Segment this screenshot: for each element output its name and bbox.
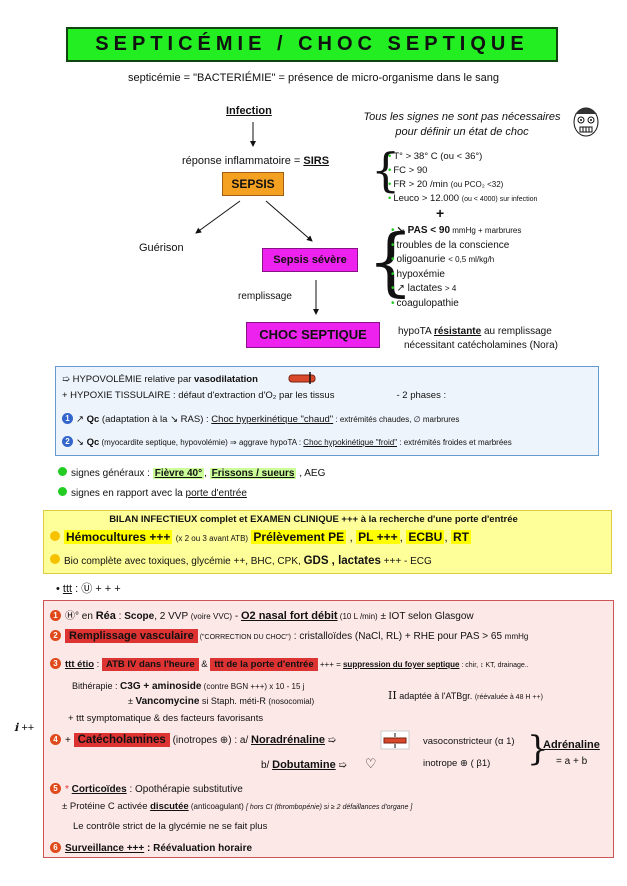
page-title: SEPTICÉMIE / CHOC SEPTIQUE bbox=[66, 27, 558, 62]
severe-s2: •troubles de la conscience bbox=[391, 239, 510, 251]
choc-definition: hypoTA résistante au remplissage nécessi… bbox=[398, 325, 558, 353]
flow-arrows bbox=[195, 122, 319, 315]
bilan-line-1: Hémocultures +++ (x 2 ou 3 avant ATB) Pr… bbox=[50, 530, 471, 544]
brace-severe: { bbox=[367, 219, 415, 305]
arrow-sepsis-guerison bbox=[195, 200, 241, 234]
bilan-line-2: Bio complète avec toxiques, glycémie ++,… bbox=[50, 554, 432, 567]
note-line-2: pour définir un état de choc bbox=[395, 126, 529, 138]
severe-s4: •hypoxémie bbox=[391, 268, 445, 280]
signs-general: signes généraux : Fièvre 40°, Frissons /… bbox=[58, 467, 325, 479]
severe-criteria: •↘ PAS < 90 mmHg + marbrures •troubles d… bbox=[391, 224, 521, 311]
physio-line-2: + HYPOXIE TISSULAIRE : défaut d'extracti… bbox=[62, 390, 447, 401]
ttt-side-note: ℹ ++ bbox=[14, 722, 35, 734]
brace-sirs: { bbox=[371, 143, 401, 197]
adrenaline-label: Adrénaline bbox=[543, 739, 600, 751]
sirs-criteria: •T° > 38° C (ou < 36°) •FC > 90 •FR > 20… bbox=[388, 150, 537, 207]
choc-def-line-1: hypoTA résistante au remplissage bbox=[398, 326, 552, 337]
ttt-item-5: 5* Corticoïdes : Opothérapie substitutiv… bbox=[50, 783, 243, 795]
flow-guerison: Guérison bbox=[139, 242, 184, 254]
physio-phase-1: 1↗ Qc (adaptation à la ↘ RAS) : Choc hyp… bbox=[62, 413, 459, 425]
treatment-box bbox=[43, 600, 614, 858]
flow-reponse: réponse inflammatoire = SIRS bbox=[182, 155, 329, 167]
flow-infection: Infection bbox=[226, 105, 272, 117]
ttt-header: • ttt : Ⓤ + + + bbox=[56, 583, 121, 595]
sepsis-box: SEPSIS bbox=[222, 172, 284, 196]
ttt-bitherapie-2: ± Vancomycine si Staph. méti-R (nosocomi… bbox=[128, 696, 315, 707]
physio-line-1: ➯ HYPOVOLÉMIE relative par vasodilatatio… bbox=[62, 374, 258, 385]
ttt-bitherapie-1: Bithérapie : C3G + aminoside (contre BGN… bbox=[72, 681, 305, 692]
ttt-vasoconstricteur: vasoconstricteur (α 1) bbox=[423, 736, 515, 747]
physio-phase-2: 2↘ Qc (myocardite septique, hypovolémie)… bbox=[62, 436, 512, 448]
severe-s3: •oligoanurie < 0,5 ml/kg/h bbox=[391, 254, 495, 265]
ttt-item-4: 4+ Catécholamines (inotropes ⊕) : a/ Nor… bbox=[50, 733, 336, 747]
note-line-1: Tous les signes ne sont pas nécessaires bbox=[363, 111, 561, 123]
physiopathology-box bbox=[55, 366, 599, 456]
note-text: Tous les signes ne sont pas nécessaires … bbox=[356, 110, 568, 140]
ttt-proteine-c: ± Protéine C activée discutée (anticoagu… bbox=[62, 801, 413, 812]
sirs-c4: •Leuco > 12.000 (ou < 4000) sur infectio… bbox=[388, 193, 538, 204]
sepsis-severe-box: Sepsis sévère bbox=[262, 248, 358, 272]
definition-text: septicémie = "BACTERIÉMIE" = présence de… bbox=[128, 72, 499, 84]
face-icon bbox=[573, 107, 599, 137]
flow-remplissage: remplissage bbox=[238, 291, 292, 302]
choc-def-line-2: nécessitant catécholamines (Nora) bbox=[404, 340, 558, 351]
severe-s5: •↗ lactates > 4 bbox=[391, 283, 457, 294]
bilan-header: BILAN INFECTIEUX complet et EXAMEN CLINI… bbox=[109, 514, 518, 525]
ttt-item-4b: b/ Dobutamine ➯♡ bbox=[261, 756, 377, 771]
vasodilatation-icon bbox=[288, 372, 316, 384]
sirs-label: SIRS bbox=[303, 155, 330, 167]
ttt-inotrope: inotrope ⊕ ( β1) bbox=[423, 758, 491, 769]
vessel-icon bbox=[380, 730, 410, 750]
brace-adrenaline: } bbox=[527, 729, 549, 769]
arrow-sepsis-severe bbox=[265, 200, 313, 242]
choc-septique-box: CHOC SEPTIQUE bbox=[246, 322, 380, 348]
signs-porte: signes en rapport avec la porte d'entrée bbox=[58, 487, 247, 499]
sirs-c1: •T° > 38° C (ou < 36°) bbox=[388, 151, 483, 162]
sirs-c3: •FR > 20 /min (ou PCO₂ <32) bbox=[388, 179, 504, 190]
severe-s1: •↘ PAS < 90 mmHg + marbrures bbox=[391, 225, 522, 236]
ttt-bitherapie-adapt: II adaptée à l'ATBgr. (réévaluée à 48 H … bbox=[388, 689, 543, 702]
plus-sign: + bbox=[436, 205, 445, 221]
reponse-label: réponse inflammatoire = bbox=[182, 155, 304, 167]
ttt-glycemie: Le contrôle strict de la glycémie ne se … bbox=[73, 821, 268, 832]
heart-icon: ♡ bbox=[364, 756, 377, 771]
adrenaline-formula: = a + b bbox=[556, 756, 588, 767]
sirs-c2: •FC > 90 bbox=[388, 165, 428, 176]
severe-s6: •coagulopathie bbox=[391, 297, 459, 309]
ttt-symptomatique: + ttt symptomatique & des facteurs favor… bbox=[68, 713, 264, 724]
